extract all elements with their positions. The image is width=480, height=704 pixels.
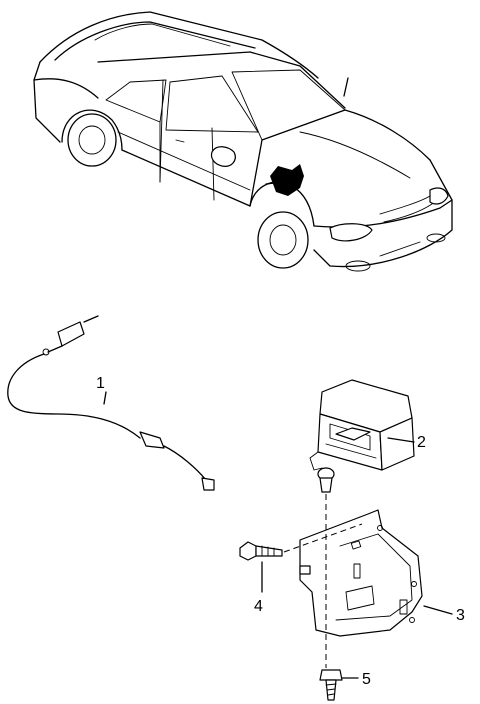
- assembly-line-bolt: [283, 523, 363, 553]
- throttle-cable: [7, 315, 215, 491]
- mounting-bracket: [299, 509, 423, 637]
- leader-line-1: [103, 391, 107, 405]
- leader-line-3: [423, 605, 453, 615]
- flange-bolt: [239, 541, 283, 561]
- callout-4: 4: [254, 598, 263, 615]
- mounting-screw: [319, 669, 343, 701]
- callout-3: 3: [456, 607, 465, 624]
- callout-2: 2: [417, 434, 426, 451]
- callout-1: 1: [96, 375, 105, 392]
- leader-line-2: [387, 437, 415, 443]
- car-illustration: [33, 11, 453, 272]
- actuator-unit: [309, 379, 415, 493]
- callout-5: 5: [362, 671, 371, 688]
